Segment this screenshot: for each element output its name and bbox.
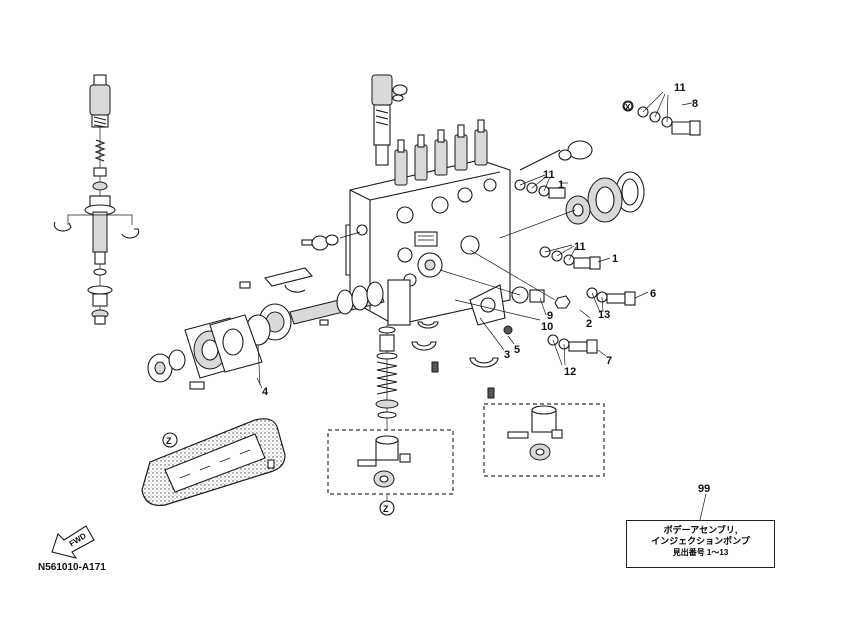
linkage-parts	[239, 231, 361, 293]
callout-11-low: 11	[574, 241, 586, 253]
bottom-gasket	[141, 418, 286, 507]
detail-box-right	[483, 403, 605, 477]
bearing-shells	[411, 321, 499, 399]
callout-1-low: 1	[612, 253, 618, 265]
detail-box-left	[327, 429, 454, 495]
callout-5: 5	[514, 344, 520, 356]
camshaft	[245, 281, 385, 346]
callout-13: 13	[598, 309, 610, 321]
ref-z-gasket: Z	[166, 436, 172, 446]
rear-bearing	[499, 140, 645, 239]
plunger-spring-stack	[375, 325, 399, 430]
callouts: 11 8 11 1 11 1 6 9 2 13 10 5 3 7 12 4 99	[262, 82, 710, 495]
reference-markers: Z Z X	[162, 100, 634, 516]
callout-11-mid: 11	[543, 169, 555, 181]
callout-10: 10	[541, 321, 553, 333]
callout-11-top: 11	[674, 82, 686, 94]
delivery-valve-stack	[53, 74, 140, 325]
fwd-arrow-icon: FWD	[51, 525, 95, 559]
callout-6: 6	[650, 288, 656, 300]
leader-lines	[256, 91, 707, 521]
callout-12: 12	[564, 366, 576, 378]
title-block: ボデーアセンブリ, インジェクションポンプ 見出番号 1〜13	[626, 520, 775, 568]
callout-4: 4	[262, 386, 269, 398]
callout-8: 8	[692, 98, 698, 110]
title-line-2: インジェクションポンプ	[651, 536, 750, 546]
callout-3: 3	[504, 349, 510, 361]
title-line-1: ボデーアセンブリ,	[663, 525, 738, 535]
callout-99: 99	[698, 483, 710, 495]
callout-7: 7	[606, 355, 612, 367]
callout-9: 9	[547, 310, 553, 322]
title-line-3: 見出番号 1〜13	[672, 548, 729, 557]
callout-1-top: 1	[558, 179, 564, 191]
pump-body	[345, 74, 511, 326]
figure-code: N561010-A171	[38, 562, 106, 573]
callout-2: 2	[586, 318, 592, 330]
front-cover	[147, 314, 263, 390]
ref-z-detail: Z	[383, 504, 389, 514]
ref-x-bolt: X	[625, 103, 631, 112]
